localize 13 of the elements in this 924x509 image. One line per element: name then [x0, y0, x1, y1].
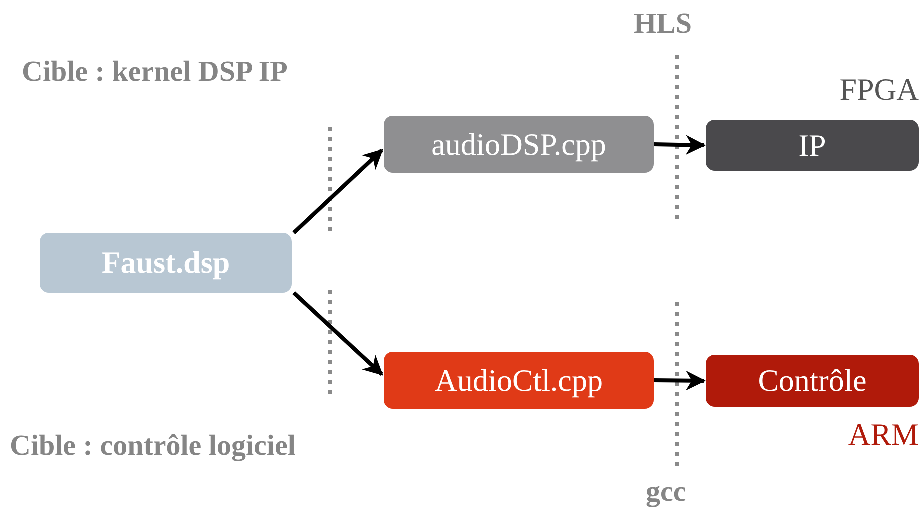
arrow — [292, 149, 384, 234]
target-label: ARM — [848, 417, 919, 453]
arrow — [292, 292, 384, 376]
process-box: audioDSP.cpp — [384, 116, 654, 173]
annotation-text: Cible : kernel DSP IP — [22, 56, 288, 89]
target-label: FPGA — [840, 72, 919, 108]
process-box: Faust.dsp — [40, 233, 292, 293]
annotation-text: HLS — [634, 8, 692, 41]
arrow — [654, 135, 706, 156]
annotation-text: Cible : contrôle logiciel — [10, 430, 296, 463]
process-box: AudioCtl.cpp — [384, 352, 654, 409]
arrow — [654, 370, 706, 391]
annotation-text: gcc — [646, 476, 686, 509]
